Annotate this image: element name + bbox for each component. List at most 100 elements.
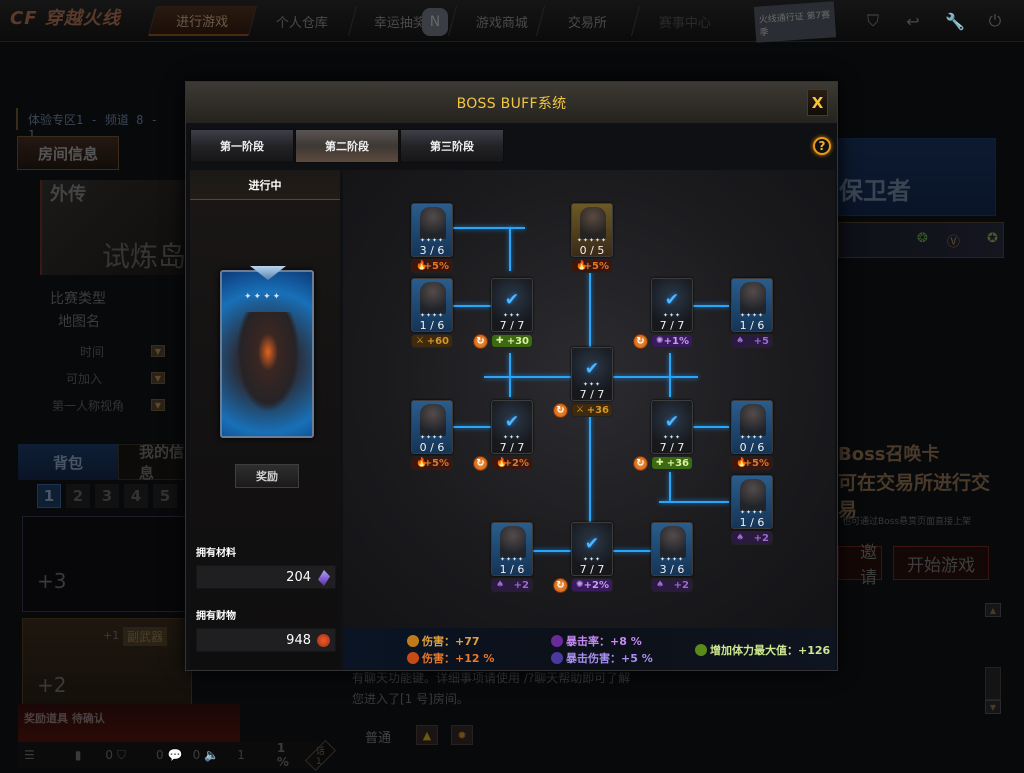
- buff-node[interactable]: ✔✦✦✦7 / 7: [651, 400, 693, 454]
- tab-inventory[interactable]: 个人仓库: [247, 6, 357, 36]
- weapon-slot-secondary[interactable]: +1 副武器 +2: [22, 618, 192, 706]
- help-button[interactable]: ?: [813, 137, 831, 155]
- buff-node[interactable]: ✦✦✦✦1 / 6: [731, 475, 773, 529]
- bonus-damage: ⚔+60: [411, 334, 453, 348]
- buff-node[interactable]: ✔✦✦✦7 / 7: [571, 347, 613, 401]
- refresh-icon[interactable]: ↻: [633, 334, 648, 349]
- sword-icon: ⚔: [576, 405, 585, 415]
- connector: [669, 353, 671, 397]
- plus-icon: ✚: [496, 336, 504, 346]
- ammo-icon: ▮: [74, 748, 82, 762]
- buff-node[interactable]: ✔✦✦✦7 / 7: [651, 278, 693, 332]
- defender-banner[interactable]: 保卫者: [838, 138, 996, 216]
- ammo-count: +2: [37, 673, 67, 697]
- crit-rate-icon: ♠: [736, 533, 745, 543]
- invite-button[interactable]: 邀请: [838, 543, 882, 588]
- buff-node[interactable]: ✔✦✦✦7 / 7: [571, 522, 613, 576]
- fpv-dropdown[interactable]: ▼: [151, 399, 165, 411]
- bonus-crit-rate: ♠+2: [731, 531, 773, 545]
- chat-scrollbar-thumb[interactable]: [985, 667, 1001, 700]
- connector: [509, 353, 511, 397]
- reward-button[interactable]: 奖励: [235, 464, 299, 488]
- menu-icon[interactable]: ☰: [24, 748, 35, 762]
- buff-node[interactable]: ✦✦✦✦1 / 6: [491, 522, 533, 576]
- boss-card-promo[interactable]: Boss召唤卡 可在交易所进行交易 也可通过Boss悬赏页面直接上架: [838, 444, 991, 527]
- status-bar: ☰ ▮ 0 ⛉ 0 💬 0 🔈 1 1 % 话1: [18, 739, 336, 771]
- return-icon[interactable]: ↩: [906, 11, 920, 31]
- buff-node[interactable]: ✦✦✦✦3 / 6: [651, 522, 693, 576]
- time-dropdown[interactable]: ▼: [151, 345, 165, 357]
- refresh-icon[interactable]: ↻: [553, 578, 568, 593]
- start-game-button[interactable]: 开始游戏: [893, 546, 989, 580]
- crit-rate-icon: ♠: [656, 580, 665, 590]
- refresh-icon[interactable]: ↻: [633, 456, 648, 471]
- chat-scroll-up[interactable]: ▲: [985, 603, 1001, 617]
- connector: [685, 305, 729, 307]
- tab-bag[interactable]: 背包: [18, 444, 118, 480]
- bonus-damage: ⚔+36: [571, 403, 613, 417]
- buff-node[interactable]: ✔✦✦✦7 / 7: [491, 278, 533, 332]
- bag-page-1[interactable]: 1: [37, 484, 61, 508]
- bag-page-4[interactable]: 4: [124, 484, 148, 508]
- boss-portrait: [236, 312, 300, 412]
- refresh-icon[interactable]: ↻: [473, 456, 488, 471]
- lottery-badge-icon[interactable]: N: [422, 8, 448, 36]
- power-icon[interactable]: ⏻: [988, 11, 1002, 30]
- buff-node[interactable]: ✔✦✦✦7 / 7: [491, 400, 533, 454]
- room-info-button[interactable]: 房间信息: [17, 136, 119, 170]
- speaker-icon[interactable]: 🔈: [204, 748, 220, 762]
- weapon-slot-primary[interactable]: +3: [22, 516, 192, 612]
- chat-bubble-icon: 💬: [167, 748, 183, 762]
- connector: [453, 227, 525, 229]
- tab-events[interactable]: 赛事中心: [630, 6, 740, 36]
- buff-node[interactable]: ✦✦✦✦0 / 6: [731, 400, 773, 454]
- crit-rate-icon: ♠: [496, 580, 505, 590]
- reward-pending-bar[interactable]: 奖励道具 待确认: [18, 704, 240, 742]
- wrench-icon[interactable]: 🔧: [945, 11, 965, 31]
- crit-icon: [551, 652, 563, 664]
- chat-warning-button[interactable]: ▲: [416, 725, 438, 745]
- sword-icon: [407, 635, 419, 647]
- chat-log: 有聊天功能键。详细事项请使用 /?聊天帮助即可了解 您进入了[1 号]房间。: [352, 671, 631, 706]
- buff-node[interactable]: ✦✦✦✦1 / 6: [411, 278, 453, 332]
- refresh-icon[interactable]: ↻: [553, 403, 568, 418]
- fire-icon: [407, 652, 419, 664]
- bonus-crit-rate: ♠+2: [491, 578, 533, 592]
- buff-node[interactable]: ✦✦✦✦✦0 / 5: [571, 203, 613, 257]
- monster-portrait: [500, 526, 526, 558]
- tab-phase-2[interactable]: 第二阶段: [295, 129, 399, 163]
- chat-mode-label[interactable]: 普通: [365, 731, 392, 746]
- refresh-icon[interactable]: ↻: [473, 334, 488, 349]
- bag-page-3[interactable]: 3: [95, 484, 119, 508]
- boss-stars: ✦✦✦✦: [244, 292, 283, 302]
- bag-page-5[interactable]: 5: [153, 484, 177, 508]
- bonus-crit-rate: ♠+5: [731, 334, 773, 348]
- ammo-count: +3: [37, 569, 67, 593]
- buff-node[interactable]: ✦✦✦✦0 / 6: [411, 400, 453, 454]
- tab-play[interactable]: 进行游戏: [147, 6, 257, 36]
- chat-settings-button[interactable]: ✹: [451, 725, 473, 745]
- mode-strip: ❂ Ⓥ ✪: [838, 222, 1004, 258]
- tab-my-info[interactable]: 我的信息: [118, 443, 188, 482]
- plus-icon: ✚: [656, 458, 664, 468]
- buff-node[interactable]: ✦✦✦✦1 / 6: [731, 278, 773, 332]
- crit-rate-icon: ♠: [736, 336, 745, 346]
- joinable-dropdown[interactable]: ▼: [151, 372, 165, 384]
- pass-ad-banner[interactable]: 火线通行证 第7赛季: [753, 1, 837, 43]
- connector: [531, 550, 573, 552]
- chat-scroll-down[interactable]: ▼: [985, 700, 1001, 714]
- plus-icon: [695, 644, 707, 656]
- crit-icon: ✺: [656, 336, 664, 346]
- buff-node[interactable]: ✦✦✦✦3 / 6: [411, 203, 453, 257]
- tab-exchange[interactable]: 交易所: [535, 6, 640, 36]
- connector: [589, 270, 591, 347]
- mode-icon-green: ❂: [917, 231, 928, 246]
- materials-field: 204: [196, 565, 336, 589]
- tab-phase-3[interactable]: 第三阶段: [400, 129, 504, 163]
- bag-page-2[interactable]: 2: [66, 484, 90, 508]
- fire-icon: 🔥: [576, 261, 588, 271]
- shield-icon[interactable]: ⛉: [866, 11, 879, 30]
- monster-portrait: [660, 526, 686, 558]
- tab-phase-1[interactable]: 第一阶段: [190, 129, 294, 163]
- close-button[interactable]: X: [807, 89, 828, 116]
